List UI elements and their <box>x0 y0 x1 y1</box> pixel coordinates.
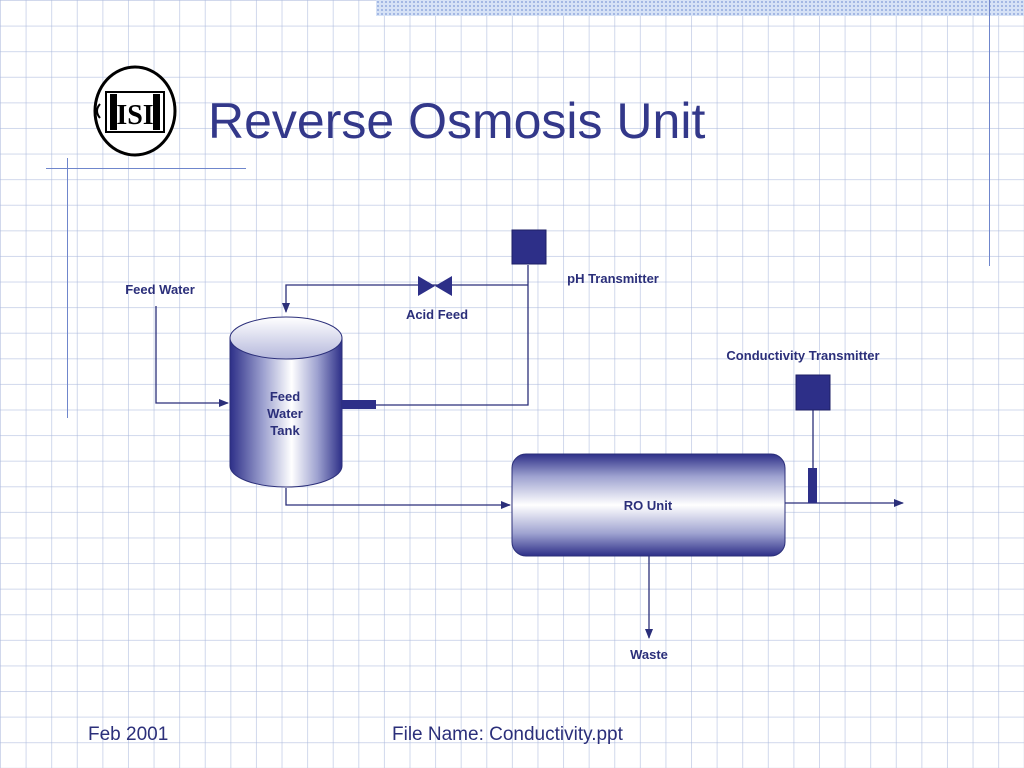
footer-date: Feb 2001 <box>88 724 169 745</box>
page-title: Reverse Osmosis Unit <box>208 93 706 149</box>
acid-feed-valve <box>418 276 452 296</box>
tank-label-line3: Tank <box>270 423 300 438</box>
feed-water-label: Feed Water <box>125 282 195 297</box>
conductivity-transmitter-label: Conductivity Transmitter <box>726 348 879 363</box>
ph-transmitter-pipe <box>376 265 529 406</box>
right-rule-vertical <box>989 0 990 266</box>
header-rule-horizontal <box>46 168 246 169</box>
ph-transmitter-label: pH Transmitter <box>567 271 659 286</box>
feed-water-tank <box>229 316 343 488</box>
logo-text: ISI <box>116 100 153 131</box>
feed-water-pipe <box>155 306 229 407</box>
isi-logo: ISI <box>93 65 177 157</box>
tank-label-line1: Feed <box>270 389 300 404</box>
tank-label-line2: Water <box>267 406 303 421</box>
acid-feed-label: Acid Feed <box>406 307 468 322</box>
ro-unit-label: RO Unit <box>624 498 673 513</box>
header-dot-band <box>376 0 1024 16</box>
header-rule-vertical <box>67 158 68 418</box>
footer-file-name: File Name: Conductivity.ppt <box>392 724 623 745</box>
waste-label: Waste <box>630 647 668 662</box>
tank-nozzle <box>342 400 376 409</box>
tank-outlet-pipe <box>285 488 511 509</box>
conductivity-sensor <box>808 468 817 503</box>
ph-transmitter-box <box>511 229 547 265</box>
ro-unit-vessel <box>511 453 786 557</box>
conductivity-transmitter-box <box>795 374 831 411</box>
